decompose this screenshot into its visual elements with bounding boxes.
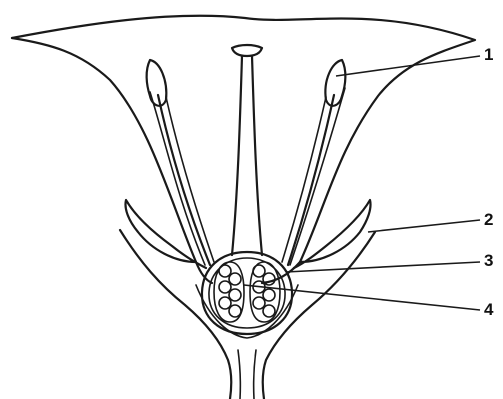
pedicel-left: [238, 350, 240, 399]
leader-line-2: [368, 220, 480, 232]
label-2: 2: [484, 210, 493, 229]
stamen-left-anther: [147, 60, 167, 106]
label-1: 1: [484, 45, 493, 64]
ovary-wall: [202, 252, 292, 334]
stamen-left-filament-inner: [166, 97, 214, 262]
leader-line-3: [286, 262, 480, 272]
stamen-left-filament: [158, 95, 210, 265]
style-right: [252, 56, 262, 255]
stamen-right-filament: [288, 95, 334, 265]
stamen-right-filament-inner: [282, 97, 326, 262]
label-3: 3: [484, 251, 493, 270]
leader-line-1: [336, 56, 480, 76]
ovules-right: [253, 265, 275, 317]
pedicel-right: [254, 350, 256, 399]
ovules-left: [219, 265, 241, 317]
style-left: [232, 56, 242, 255]
stigma: [232, 45, 262, 56]
corolla-inner-left: [150, 92, 205, 265]
label-4: 4: [484, 300, 494, 319]
receptacle-right: [263, 232, 375, 399]
